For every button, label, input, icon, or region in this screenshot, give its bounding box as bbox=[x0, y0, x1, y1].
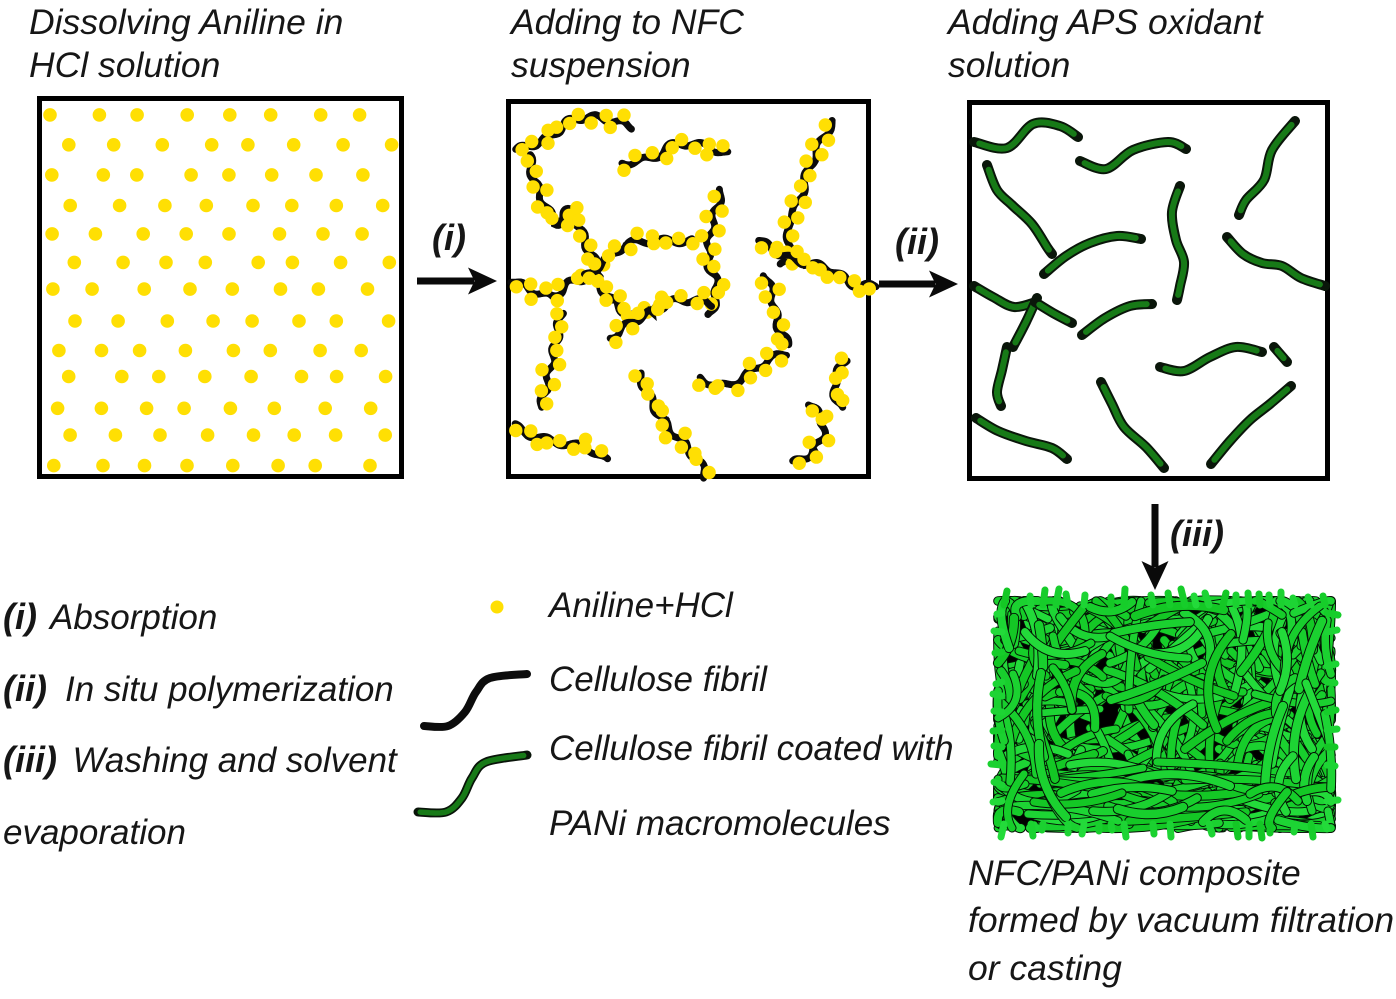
svg-text:formed by vacuum filtration: formed by vacuum filtration bbox=[968, 900, 1394, 940]
svg-text:HCl solution: HCl solution bbox=[29, 45, 220, 85]
svg-text:(i): (i) bbox=[3, 596, 37, 637]
svg-text:PANi macromolecules: PANi macromolecules bbox=[549, 804, 891, 843]
svg-text:or casting: or casting bbox=[968, 948, 1122, 988]
svg-text:Adding APS oxidant: Adding APS oxidant bbox=[946, 2, 1265, 42]
svg-text:In situ polymerization: In situ polymerization bbox=[65, 670, 394, 709]
svg-text:solution: solution bbox=[948, 45, 1070, 85]
svg-text:(i): (i) bbox=[432, 217, 466, 258]
svg-text:(iii): (iii) bbox=[3, 739, 57, 780]
svg-text:(iii): (iii) bbox=[1170, 513, 1224, 554]
svg-text:(ii): (ii) bbox=[895, 221, 939, 262]
svg-text:Absorption: Absorption bbox=[48, 598, 217, 637]
svg-text:(ii): (ii) bbox=[3, 668, 47, 709]
svg-text:Cellulose fibril coated with: Cellulose fibril coated with bbox=[549, 729, 954, 768]
svg-text:Adding to NFC: Adding to NFC bbox=[509, 2, 744, 42]
svg-text:evaporation: evaporation bbox=[3, 813, 186, 852]
svg-text:suspension: suspension bbox=[511, 45, 691, 85]
svg-text:NFC/PANi composite: NFC/PANi composite bbox=[968, 853, 1301, 893]
svg-text:Aniline+HCl: Aniline+HCl bbox=[547, 586, 734, 625]
svg-text:Cellulose fibril: Cellulose fibril bbox=[549, 660, 768, 699]
svg-text:Dissolving Aniline in: Dissolving Aniline in bbox=[29, 2, 343, 42]
svg-text:Washing and solvent: Washing and solvent bbox=[73, 741, 399, 780]
